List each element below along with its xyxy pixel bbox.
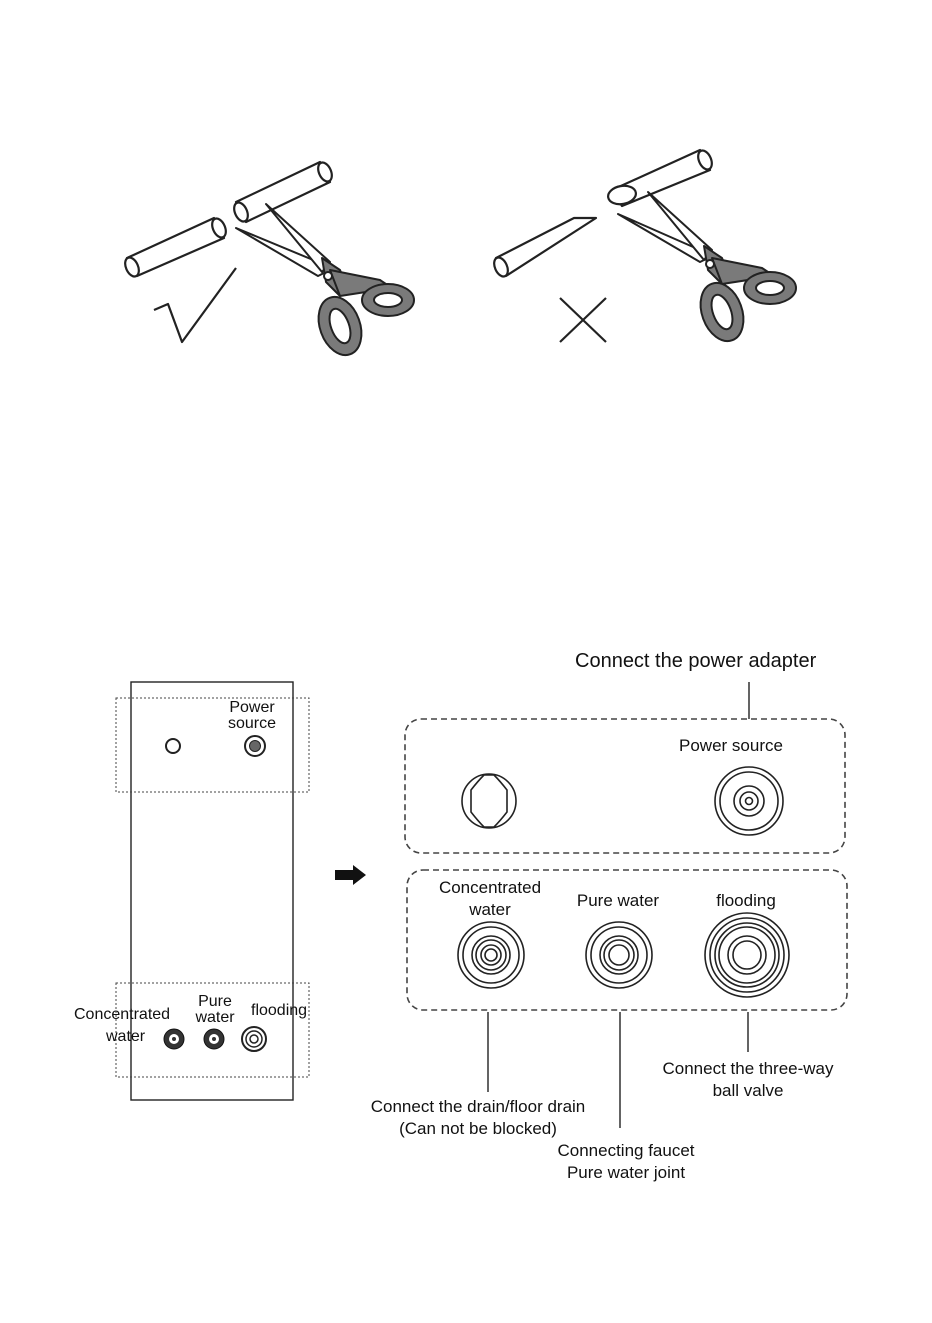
connect-power-adapter-label: Connect the power adapter: [575, 651, 816, 671]
left-power-label-line1: Power: [212, 700, 292, 716]
power-port-icon: [245, 736, 265, 756]
valve-callout-line1: Connect the three-way: [640, 1060, 856, 1077]
drain-callout-line1: Connect the drain/floor drain: [348, 1098, 608, 1115]
blank-port-icon: [462, 774, 516, 828]
pure-water-port-icon: [586, 922, 652, 988]
concentrated-water-label-line1: Concentrated: [420, 879, 560, 896]
flooding-label: flooding: [696, 892, 796, 909]
flooding-port-icon: [242, 1027, 266, 1051]
small-port-icon: [166, 739, 180, 753]
pipe-angled-cut-left: [491, 218, 596, 279]
left-concentrated-label-line1: Concentrated: [74, 1007, 170, 1023]
left-flooding-label: flooding: [251, 1003, 307, 1019]
scissors-icon: [618, 192, 796, 347]
drain-callout-line2: (Can not be blocked): [348, 1120, 608, 1137]
left-pure-label-line2: water: [190, 1010, 240, 1026]
pure-water-label: Pure water: [558, 892, 678, 909]
pure-water-port-icon: [204, 1029, 224, 1049]
pipe-straight-cut-left: [122, 216, 228, 278]
valve-callout-line2: ball valve: [640, 1082, 856, 1099]
flooding-port-detail-icon: [705, 913, 789, 997]
power-source-port-icon: [715, 767, 783, 835]
cross-mark-icon: [560, 298, 606, 342]
left-pure-label-line1: Pure: [190, 994, 240, 1010]
concentrated-water-label-line2: water: [420, 901, 560, 918]
check-mark-icon: [154, 268, 236, 342]
power-source-label: Power source: [679, 737, 783, 754]
arrow-right-icon: [335, 865, 366, 885]
pipe-angled-cut-right: [607, 148, 715, 206]
pipe-straight-cut-right: [231, 160, 334, 223]
faucet-callout-line1: Connecting faucet: [526, 1142, 726, 1159]
concentrated-port-icon: [164, 1029, 184, 1049]
faucet-callout-line2: Pure water joint: [526, 1164, 726, 1181]
left-concentrated-label-line2: water: [106, 1029, 145, 1045]
scissors-icon: [236, 204, 414, 361]
left-power-label-line2: source: [212, 716, 292, 732]
concentrated-water-port-icon: [458, 922, 524, 988]
